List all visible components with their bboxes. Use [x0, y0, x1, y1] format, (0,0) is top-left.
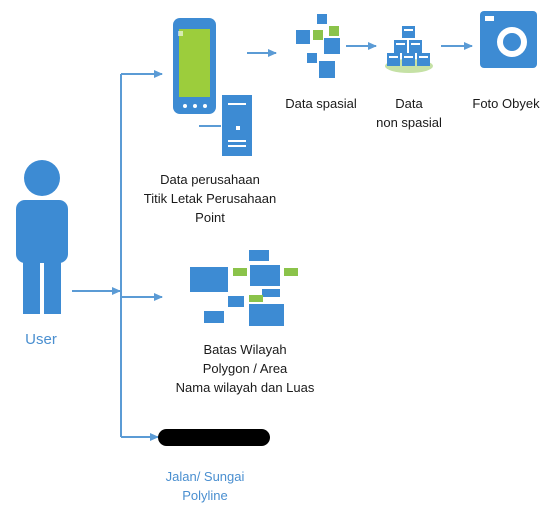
- road-river-label: Jalan/ Sungai Polyline: [165, 469, 245, 503]
- non-spatial-data-label: Data non spasial: [376, 96, 442, 130]
- spatial-data-icon: [296, 14, 340, 78]
- spatial-data-label: Data spasial: [285, 96, 357, 111]
- camera-icon: [480, 11, 537, 68]
- server-icon: [222, 95, 252, 156]
- polygon-area-icon: [190, 250, 298, 326]
- connectors: [72, 42, 473, 441]
- polyline-bar-icon: [158, 429, 270, 446]
- non-spatial-data-icon: [385, 26, 433, 73]
- user-label: User: [25, 331, 57, 348]
- photo-object-label: Foto Obyek: [472, 96, 540, 111]
- mobile-device-icon: [173, 18, 216, 114]
- region-boundary-label: Batas Wilayah Polygon / Area Nama wilaya…: [175, 342, 315, 395]
- user-icon: [16, 160, 68, 314]
- company-data-label: Data perusahaan Titik Letak Perusahaan P…: [143, 172, 277, 225]
